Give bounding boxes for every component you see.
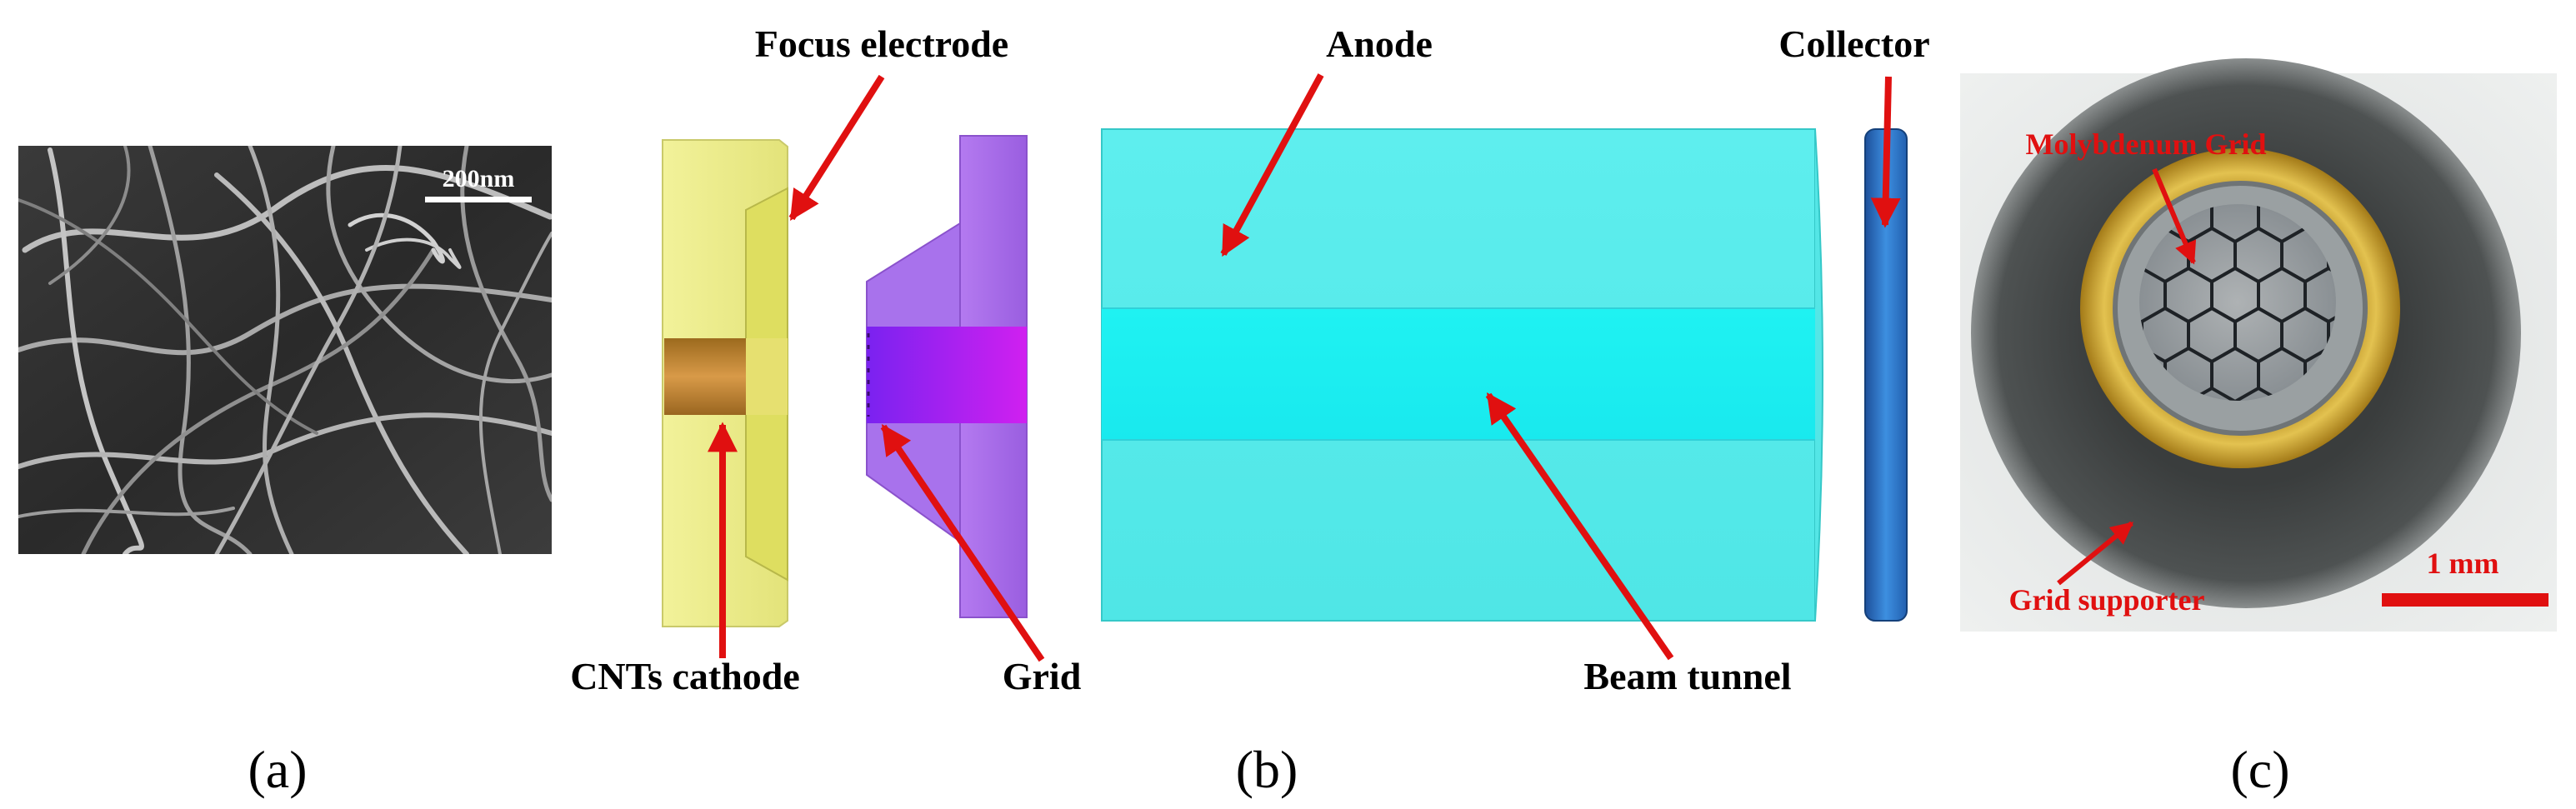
nanotube-fibers [18, 146, 552, 554]
focus-electrode-label: Focus electrode [755, 22, 1008, 65]
arrow-grid [880, 424, 1045, 662]
arrow-grid-supporter [2057, 521, 2134, 586]
scale-bar-1mm [2382, 593, 2548, 607]
grid-supporter-label: Grid supporter [2008, 583, 2204, 617]
grid-aperture [867, 327, 1027, 423]
scale-bar-label: 200nm [443, 165, 515, 192]
cathode-block [662, 139, 788, 627]
panel-c: Molybdenum Grid Grid supporter 1 mm [1960, 58, 2557, 632]
beam-tunnel [1102, 308, 1815, 440]
arrow-focus-electrode [788, 74, 885, 222]
arrow-anode [1220, 73, 1324, 257]
grid-label: Grid [1003, 655, 1082, 697]
beam-tunnel-label: Beam tunnel [1583, 655, 1791, 697]
panel-b: Focus electrode Anode Collector CNTs cat… [570, 22, 1929, 697]
scale-bar-200nm [425, 197, 532, 202]
molybdenum-grid-label: Molybdenum Grid [2025, 127, 2266, 161]
scale-bar-1mm-label: 1 mm [2427, 547, 2499, 580]
panel-label-b: (b) [1236, 740, 1298, 799]
anode [1101, 128, 1823, 622]
arrow-beam-tunnel [1485, 392, 1674, 661]
arrow-collector [1870, 76, 1901, 228]
anode-label: Anode [1326, 22, 1433, 65]
cnt-emitter [664, 338, 746, 415]
grid-electrode [866, 135, 1028, 618]
panel-label-c: (c) [2230, 740, 2289, 799]
panel-label-a: (a) [248, 740, 307, 799]
panel-a: 200nm [18, 146, 552, 554]
arrow-molybdenum-grid [2152, 167, 2197, 265]
cnts-cathode-label: CNTs cathode [570, 655, 800, 697]
collector-label: Collector [1778, 22, 1929, 65]
annotation-arrows [708, 73, 1901, 662]
sem-image [18, 146, 552, 554]
